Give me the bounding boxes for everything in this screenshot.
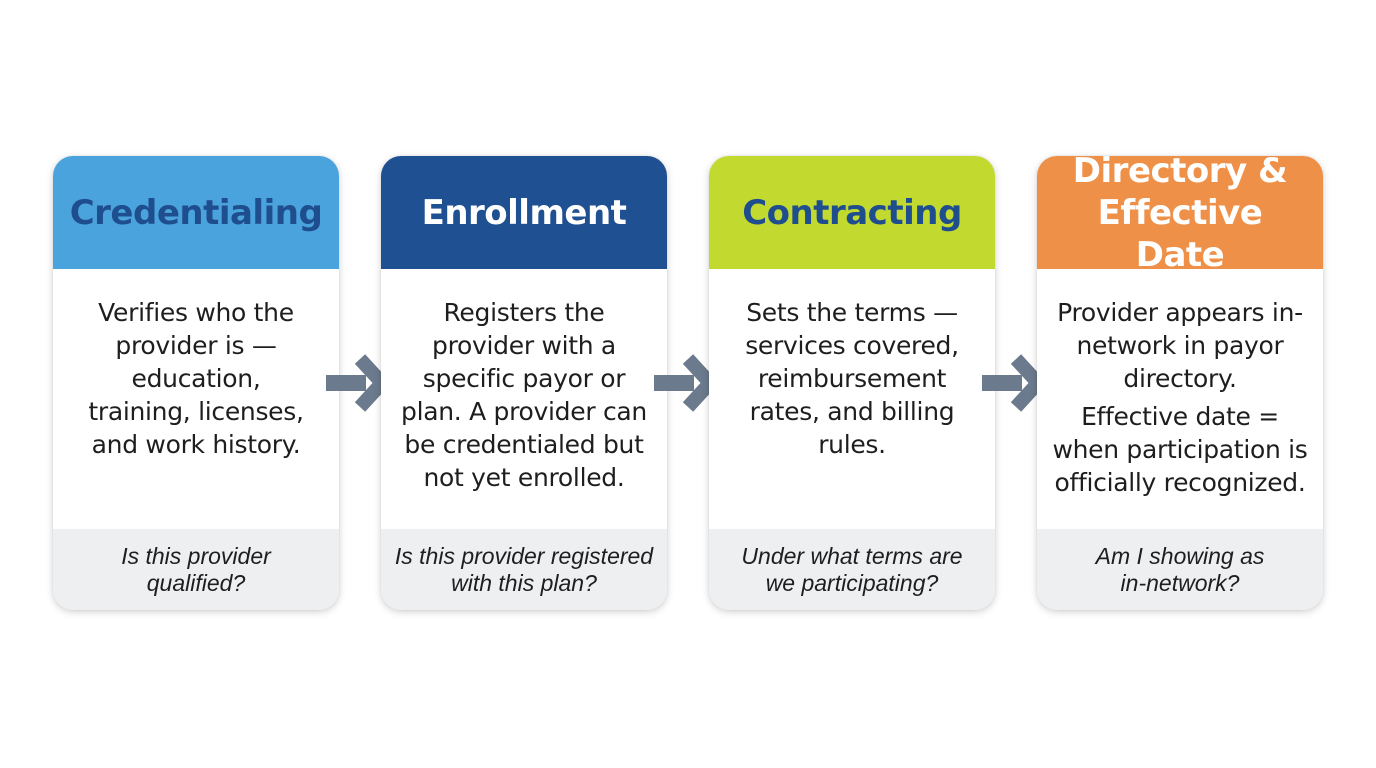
- step-header: Contracting: [709, 156, 995, 269]
- description-text: Verifies who the provider is — education…: [88, 298, 304, 459]
- step-card-contracting: Contracting Sets the terms — services co…: [709, 156, 995, 610]
- step-description: Provider appears in-network in payor dir…: [1037, 269, 1323, 529]
- step-question-panel: Under what terms are we participating?: [709, 529, 995, 610]
- step-title: Directory & Effective Date: [1072, 156, 1288, 275]
- step-header: Credentialing: [53, 156, 339, 269]
- step-title: Contracting: [742, 192, 962, 233]
- step-card-credentialing: Credentialing Verifies who the provider …: [53, 156, 339, 610]
- step-title: Enrollment: [421, 192, 627, 233]
- step-question: Is this provider qualified?: [121, 542, 271, 596]
- step-description: Registers the provider with a specific p…: [381, 269, 667, 529]
- step-question: Is this provider registered with this pl…: [394, 542, 654, 596]
- step-header: Directory & Effective Date: [1037, 156, 1323, 275]
- description-text: Effective date = when participation is o…: [1052, 402, 1308, 497]
- step-card-enrollment: Enrollment Registers the provider with a…: [381, 156, 667, 610]
- step-title: Credentialing: [69, 192, 323, 233]
- step-question-panel: Is this provider qualified?: [53, 529, 339, 610]
- step-question-panel: Am I showing as in-network?: [1037, 529, 1323, 610]
- description-text: Registers the provider with a specific p…: [401, 298, 647, 492]
- step-question: Am I showing as in-network?: [1095, 542, 1265, 596]
- step-header: Enrollment: [381, 156, 667, 269]
- step-description: Verifies who the provider is — education…: [53, 269, 339, 529]
- description-text: Sets the terms — services covered, reimb…: [745, 298, 959, 459]
- step-question-panel: Is this provider registered with this pl…: [381, 529, 667, 610]
- description-text: Provider appears in-network in payor dir…: [1057, 298, 1303, 393]
- step-description: Sets the terms — services covered, reimb…: [709, 269, 995, 529]
- step-question: Under what terms are we participating?: [741, 542, 963, 596]
- step-card-directory-effective-date: Directory & Effective Date Provider appe…: [1037, 156, 1323, 610]
